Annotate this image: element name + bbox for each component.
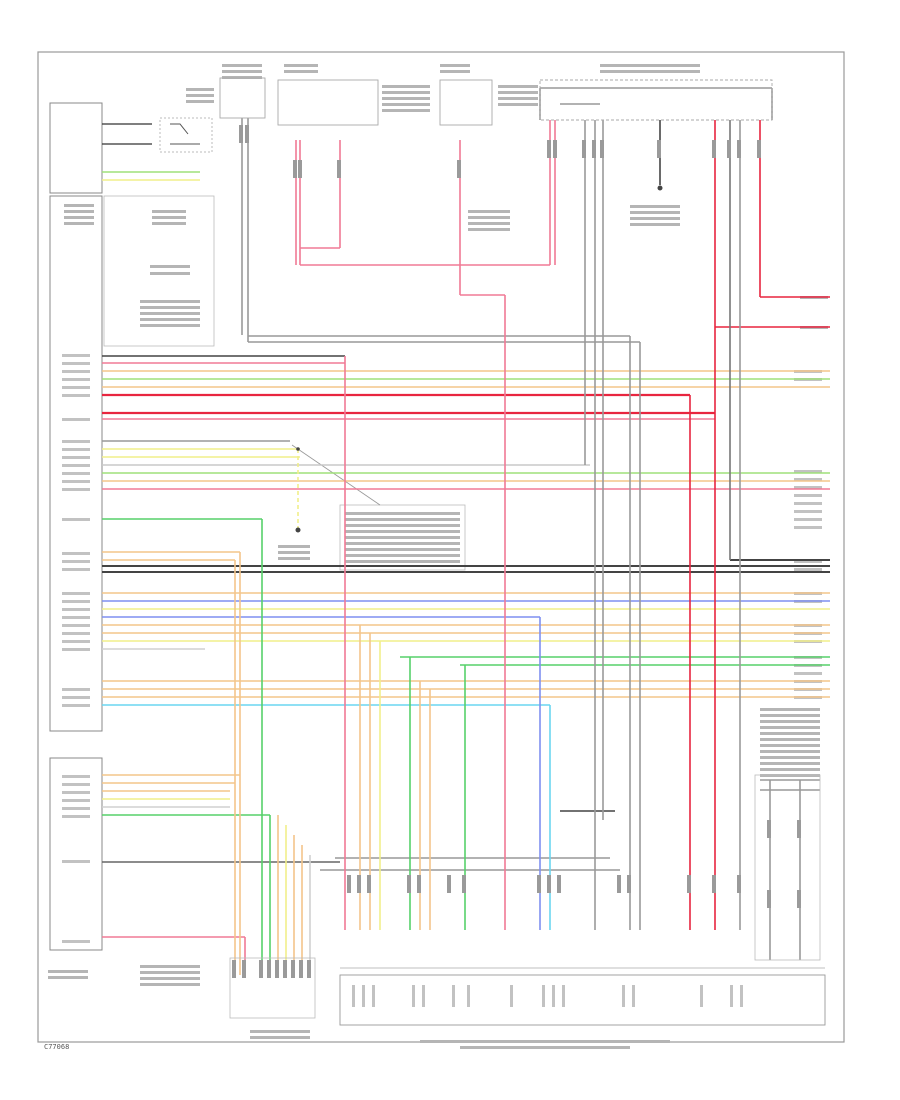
pin-markers — [232, 125, 801, 978]
splice-pack-bottom — [229, 957, 316, 1019]
diagram-code: C77068 — [44, 1043, 69, 1051]
coupled-wires-top-left — [102, 171, 200, 181]
switch-top — [159, 117, 213, 153]
left-pin-labels — [62, 354, 90, 943]
box-legend-note — [339, 504, 466, 571]
note-leader — [291, 444, 381, 506]
ground-points — [295, 185, 663, 533]
box-center-left-1 — [103, 195, 215, 347]
module-bottom-left — [49, 757, 103, 951]
horizontal-wires — [102, 87, 830, 938]
top-components — [219, 77, 773, 126]
bottom-connector-labels — [352, 985, 743, 1007]
component-lower-right — [754, 774, 821, 961]
module-top-left — [49, 102, 103, 194]
module-top-left-pins — [102, 123, 152, 145]
bottom-connector — [339, 974, 826, 1026]
diagram-border — [37, 51, 845, 1043]
